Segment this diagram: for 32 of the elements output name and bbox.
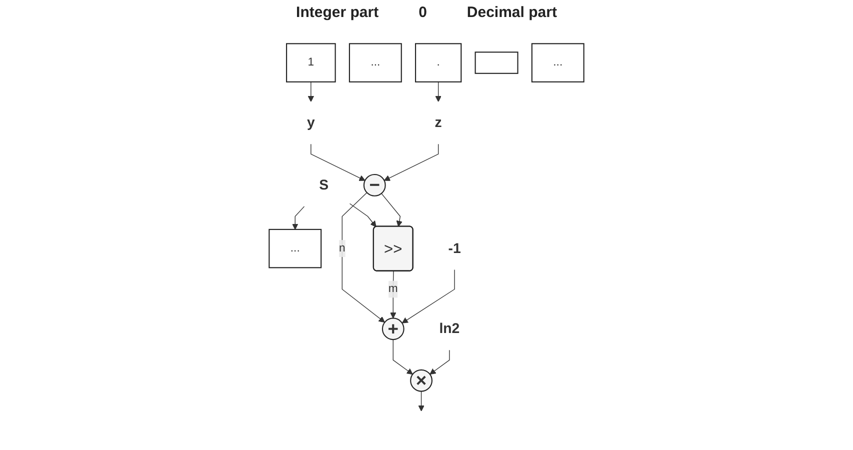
node-box [415,42,462,82]
part-label: Decimal part [466,4,557,21]
edge-label: n [339,242,346,254]
arrow [292,206,305,230]
arrow [342,192,385,322]
arrow [402,268,455,323]
arrow [384,143,439,180]
node-text: -1 [448,240,461,256]
node-box [286,42,336,82]
node-box [474,51,518,74]
arrow [381,192,402,226]
edge-label: m [388,282,398,294]
node-circle [410,368,432,392]
node-circle [382,317,404,340]
part-label: Integer part [296,4,379,21]
arrow [418,390,424,411]
arrow [435,81,442,102]
node-text: S [319,176,329,192]
part-label: 0 [418,4,427,21]
node-box [268,228,322,268]
node-circle [363,174,386,196]
node-text: z [434,114,442,130]
node-text: y [306,114,315,130]
node-text: ln2 [439,320,460,336]
node-box [531,42,584,82]
diagram: n m S ... 1 ... . ... y z − >> -1 + ln2 × [4,38,849,438]
node-box [348,42,402,82]
arrow [430,349,450,374]
arrow [349,202,376,227]
arrow [392,338,413,374]
arrow [308,81,314,102]
arrow [310,143,366,180]
